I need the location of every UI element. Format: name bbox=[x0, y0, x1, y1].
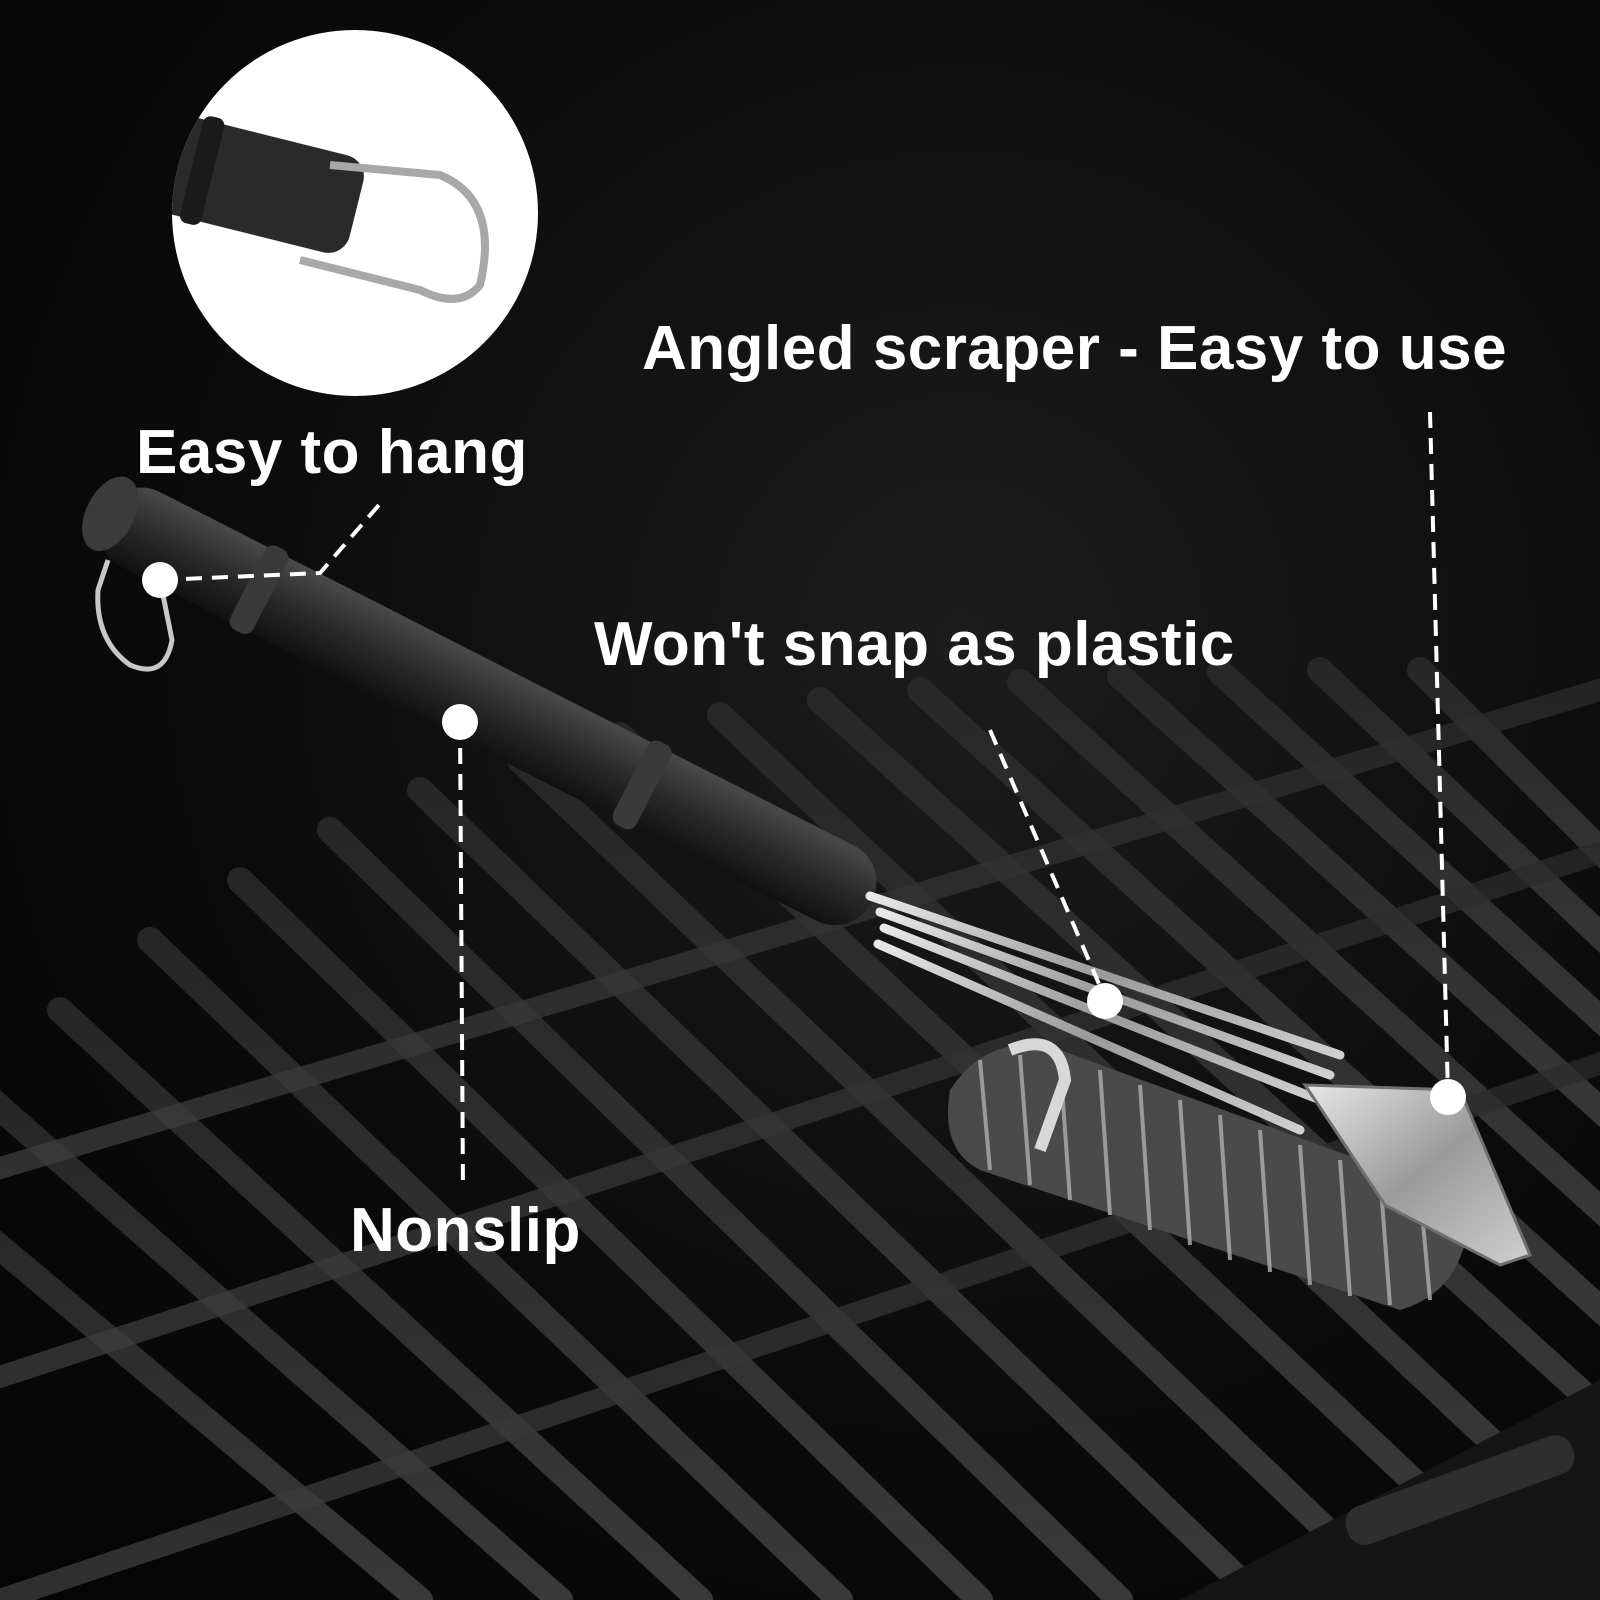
callout-nonslip: Nonslip bbox=[350, 1196, 581, 1265]
grill-vent bbox=[1345, 1435, 1575, 1545]
callout-angled-scraper: Angled scraper - Easy to use bbox=[642, 314, 1508, 383]
callout-easy-to-hang: Easy to hang bbox=[136, 418, 528, 487]
callout-lines bbox=[159, 411, 1450, 1191]
callout-dots bbox=[142, 562, 1466, 1115]
hanging-hook-icon bbox=[172, 30, 538, 396]
grill-brush-icon bbox=[82, 476, 1533, 1310]
callout-wont-snap: Won't snap as plastic bbox=[594, 610, 1235, 679]
grill-body bbox=[1180, 1380, 1600, 1600]
